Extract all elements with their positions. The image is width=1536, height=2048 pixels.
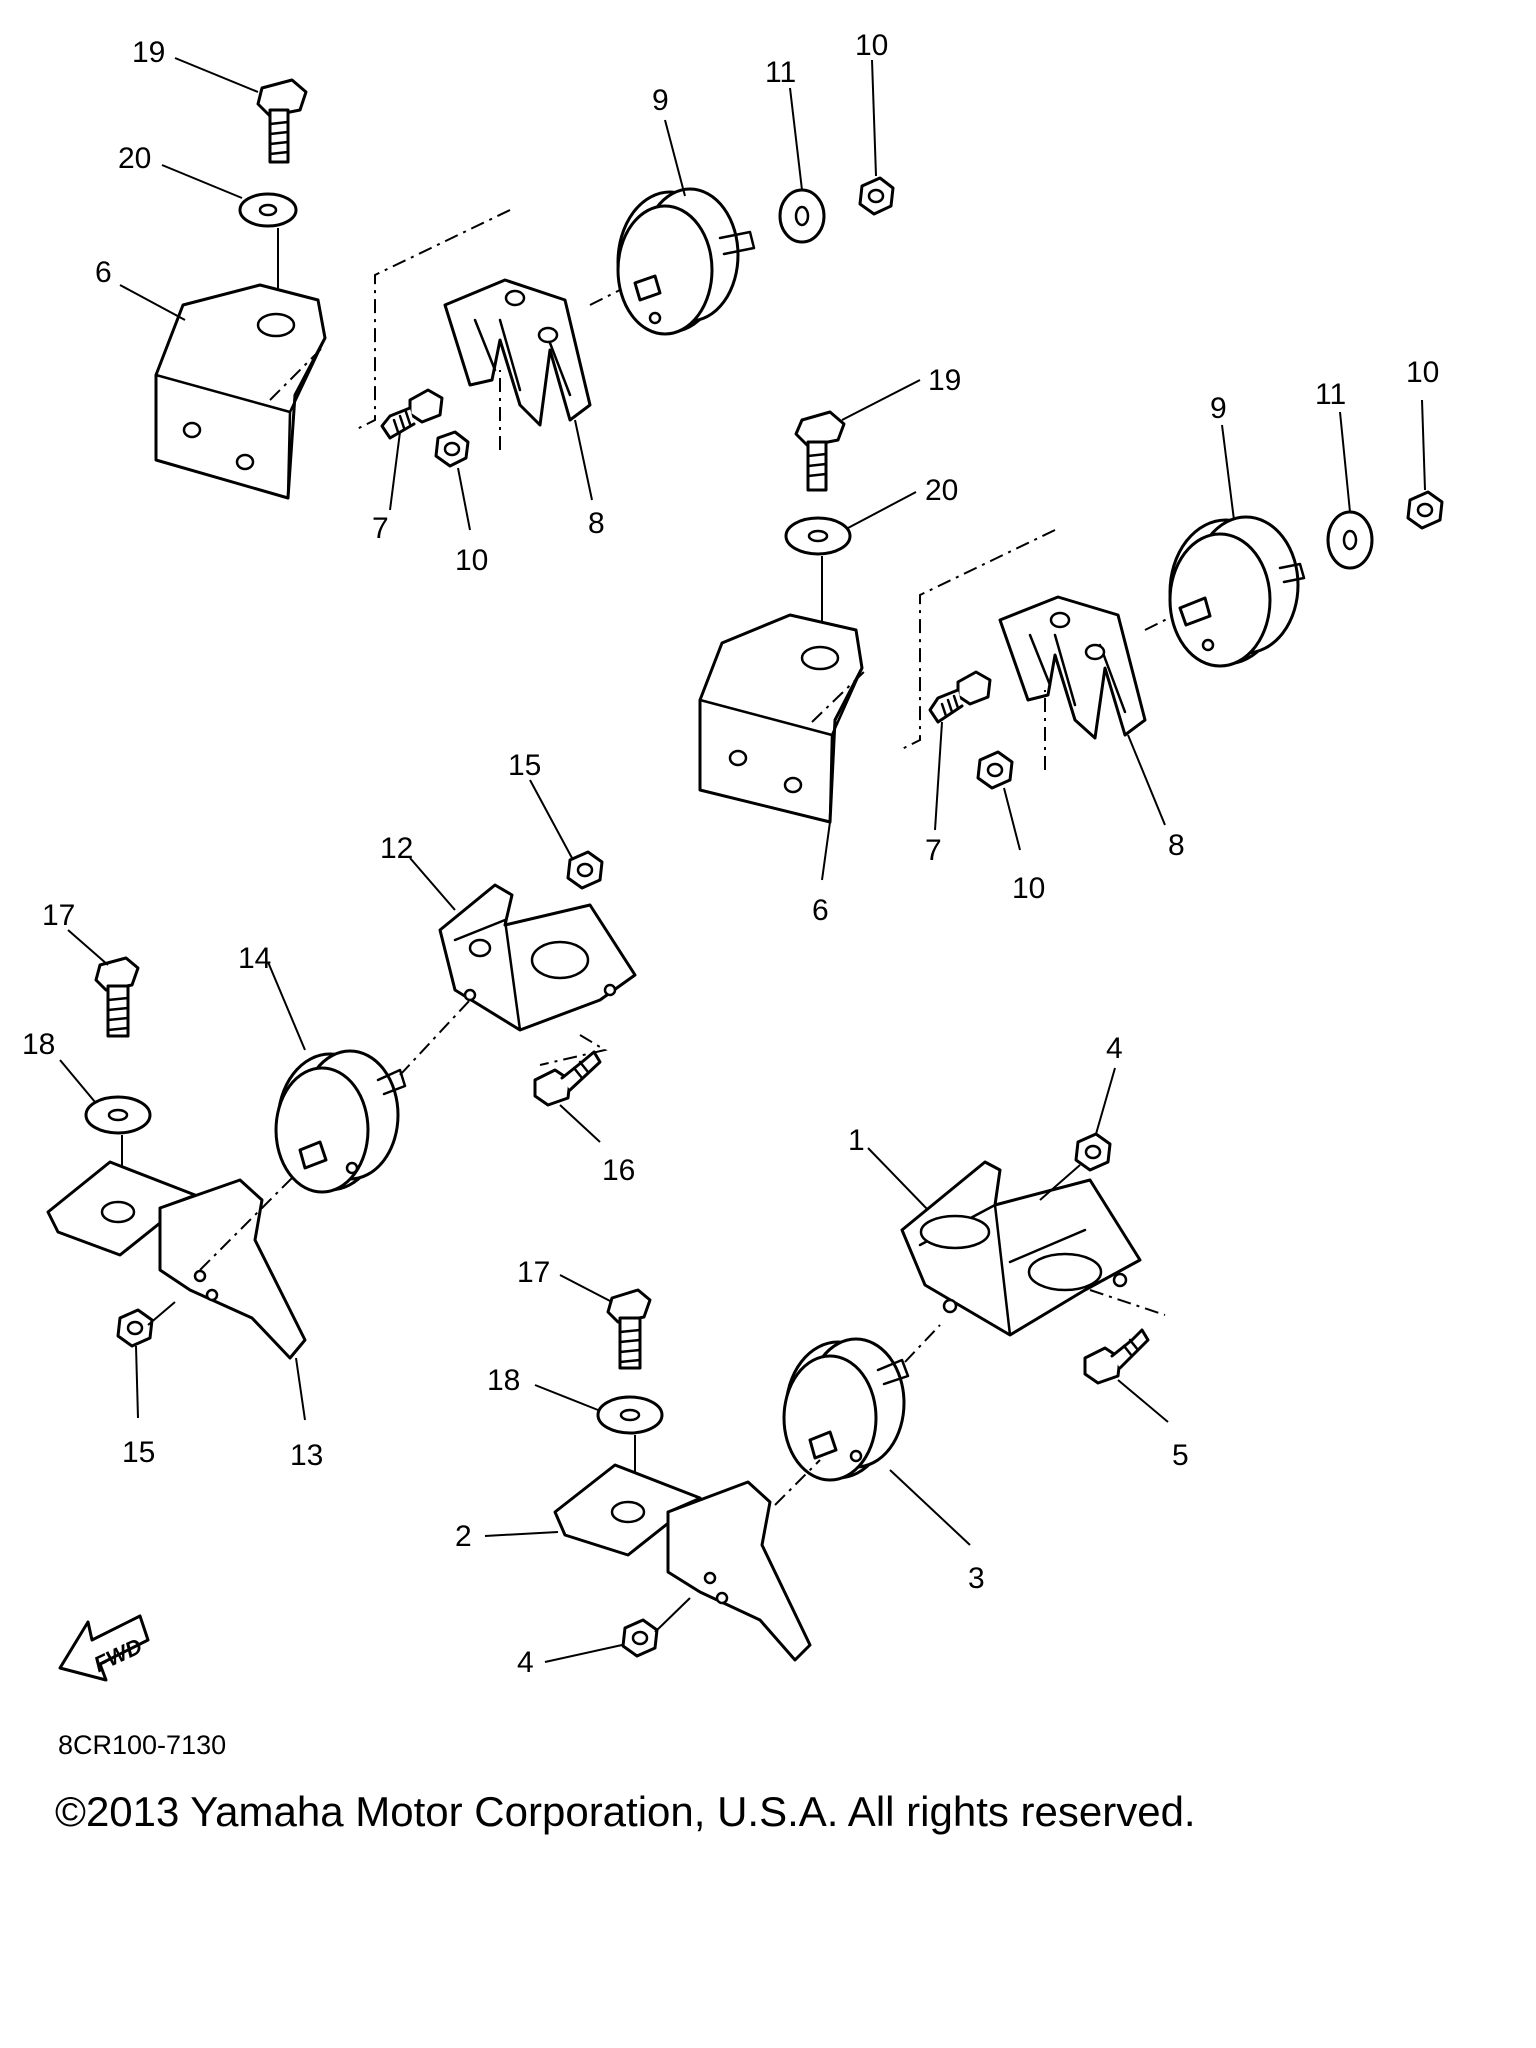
bolt-7-upper-right xyxy=(928,670,992,724)
callout-4: 4 xyxy=(1106,1032,1123,1065)
washer-18-lower-right xyxy=(596,1395,664,1435)
bracket-6-upper-left xyxy=(154,283,327,500)
callouts-upper-left: 19 20 6 7 10 8 9 11 10 xyxy=(95,29,888,577)
callout-15b: 15 xyxy=(122,1436,155,1469)
callout-17: 17 xyxy=(517,1256,550,1289)
bracket-8-upper-left xyxy=(443,278,592,427)
callout-12: 12 xyxy=(380,832,413,865)
callouts-middle-left: 17 18 14 12 15 16 15 13 xyxy=(22,749,635,1472)
callout-19: 19 xyxy=(132,36,165,69)
upper-right-mount-assembly xyxy=(698,410,1444,824)
washer-11-upper-left xyxy=(778,188,826,244)
callout-5: 5 xyxy=(1172,1439,1189,1472)
callout-8: 8 xyxy=(1168,829,1185,862)
bracket-2-lower-right xyxy=(553,1463,812,1662)
nut-15-middle-left-upper xyxy=(566,850,604,890)
nut-10-upper-left xyxy=(434,430,470,468)
bolt-5-lower-right xyxy=(1083,1328,1150,1385)
bracket-6-upper-right xyxy=(698,613,864,824)
callout-14: 14 xyxy=(238,942,271,975)
bolt-19-upper-right xyxy=(794,410,846,492)
bracket-13-middle-left xyxy=(46,1160,307,1360)
damper-9-upper-right xyxy=(1168,515,1306,668)
nut-4-lower-right-lower xyxy=(621,1618,659,1658)
copyright-notice: ©2013 Yamaha Motor Corporation, U.S.A. A… xyxy=(55,1788,1196,1835)
callout-20: 20 xyxy=(118,142,151,175)
nut-10-upper-right xyxy=(976,750,1014,790)
callout-18: 18 xyxy=(22,1028,55,1061)
callout-4b: 4 xyxy=(517,1646,534,1679)
lower-right-mount-assembly xyxy=(553,1132,1166,1662)
bracket-8-upper-right xyxy=(998,595,1147,740)
callout-17: 17 xyxy=(42,899,75,932)
callout-13: 13 xyxy=(290,1439,323,1472)
upper-left-mount-assembly xyxy=(154,78,895,500)
middle-left-mount-assembly xyxy=(46,850,637,1360)
callout-11: 11 xyxy=(1315,378,1346,411)
callout-10: 10 xyxy=(1012,872,1045,905)
callout-15: 15 xyxy=(508,749,541,782)
bolt-19-upper-left xyxy=(256,78,308,164)
callout-6: 6 xyxy=(812,894,829,927)
washer-18-middle-left xyxy=(84,1095,152,1135)
damper-3-lower-right xyxy=(782,1337,910,1482)
callout-16: 16 xyxy=(602,1154,635,1187)
callout-7: 7 xyxy=(372,512,389,545)
damper-14-middle-left xyxy=(274,1049,407,1194)
bracket-1-lower-right xyxy=(900,1160,1142,1337)
callout-8: 8 xyxy=(588,507,605,540)
bolt-16-middle-left xyxy=(533,1050,602,1107)
callout-9: 9 xyxy=(1210,392,1227,425)
callout-2: 2 xyxy=(455,1520,472,1553)
callouts-lower-right: 1 4 5 17 18 3 2 4 xyxy=(455,1032,1189,1679)
washer-11-upper-right xyxy=(1326,510,1374,570)
callout-10: 10 xyxy=(455,544,488,577)
nut-15-middle-left-lower xyxy=(116,1308,154,1348)
damper-9-upper-left xyxy=(616,187,756,336)
nut-10b-upper-right xyxy=(1406,490,1444,530)
callout-1: 1 xyxy=(848,1124,865,1157)
callout-20: 20 xyxy=(925,474,958,507)
callout-19: 19 xyxy=(928,364,961,397)
nut-4-lower-right-upper xyxy=(1074,1132,1112,1172)
washer-20-upper-right xyxy=(784,516,852,556)
fwd-arrow-icon: FWD xyxy=(58,1614,150,1682)
bracket-12-middle-left xyxy=(438,883,637,1032)
callout-9: 9 xyxy=(652,84,669,117)
washer-20-upper-left xyxy=(238,192,298,228)
callout-7: 7 xyxy=(925,834,942,867)
callouts-upper-right: 19 20 6 7 10 8 9 11 10 xyxy=(812,356,1439,927)
callout-6: 6 xyxy=(95,256,112,289)
callout-11: 11 xyxy=(765,56,796,89)
callout-3: 3 xyxy=(968,1562,985,1595)
callout-10b: 10 xyxy=(1406,356,1439,389)
nut-10b-upper-left xyxy=(858,176,895,216)
bolt-7-upper-left xyxy=(380,388,444,440)
diagram-code: 8CR100-7130 xyxy=(58,1730,227,1760)
bolt-17-lower-right xyxy=(606,1288,652,1370)
bolt-17-middle-left xyxy=(94,956,140,1038)
callout-18: 18 xyxy=(487,1364,520,1397)
callout-10b: 10 xyxy=(855,29,888,62)
